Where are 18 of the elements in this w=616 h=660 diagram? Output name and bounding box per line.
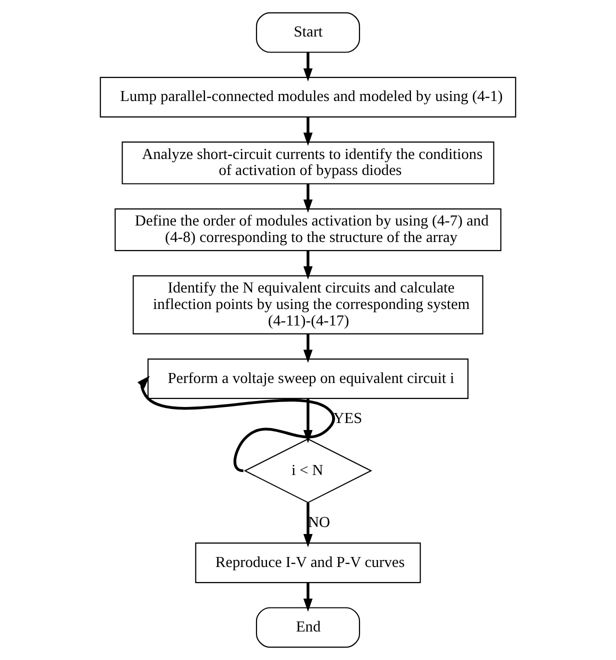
arrow [303,502,313,548]
arrow [303,334,313,363]
node-box: Perform a voltaje sweep on equivalent circuit i [148,358,468,400]
node-diamond: i < N [244,438,372,504]
arrow [303,582,313,612]
node-box: Start [256,12,360,53]
node-box: Define the order of modules activation by using (4-7) and (4-8) corresponding to the structure of the array [114,208,502,252]
arrow [137,376,335,472]
node-box: Lump parallel-connected modules and modeled by using (4-1) [100,76,516,118]
arrow [303,250,313,280]
arrow [303,398,313,444]
arrow [303,52,313,82]
arrow [303,184,313,213]
node-box: Analyze short-circuit currents to identify the conditions of activation of bypass diodes [122,142,494,184]
arrow [303,117,313,146]
node-box: End [256,607,360,648]
node-box: Identify the N equivalent circuits and calculate inflection points by using the corresponding system (4-11)-(4-17) [132,275,484,334]
node-box: Reproduce I-V and P-V curves [195,542,421,584]
